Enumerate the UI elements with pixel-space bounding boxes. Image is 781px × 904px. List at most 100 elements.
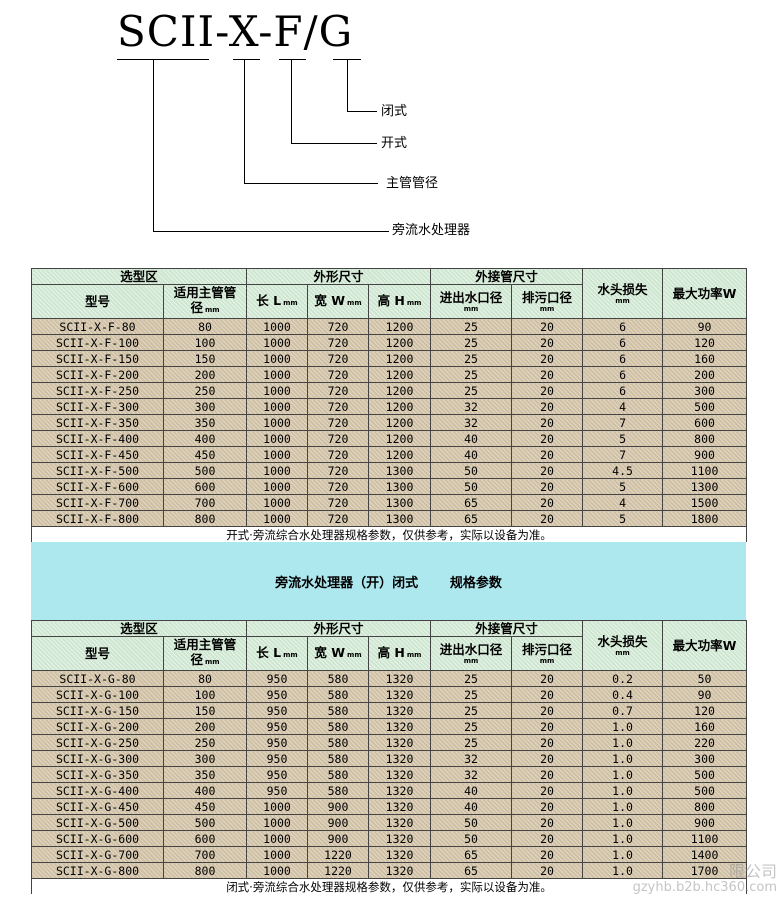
band-gap — [418, 574, 450, 589]
watermark-url: gzyhb.b2b.hc360.com — [632, 880, 777, 895]
underline-f — [279, 59, 306, 60]
height-cell: 1320 — [368, 798, 432, 815]
model-cell: SCII-X-F-400 — [31, 430, 164, 447]
width-cell: 580 — [307, 670, 370, 687]
head-loss-cell: 4 — [582, 398, 664, 415]
height-cell: 1200 — [368, 398, 432, 415]
head-loss-cell: 6 — [582, 350, 664, 367]
width-cell: 720 — [307, 382, 370, 399]
max-power-cell: 1100 — [662, 462, 748, 479]
spec-section-band: 旁流水处理器（开）闭式 规格参数 — [31, 542, 746, 620]
inlet-outlet-cell: 65 — [430, 510, 513, 527]
inlet-outlet-cell: 40 — [430, 798, 513, 815]
group-dimensions-header: 外形尺寸 — [246, 620, 432, 637]
max-power-cell: 300 — [662, 382, 748, 399]
head-loss-label: 水头损失 — [597, 634, 648, 649]
height-cell: 1300 — [368, 510, 432, 527]
length-cell: 1000 — [246, 430, 309, 447]
main-pipe-cell: 500 — [162, 814, 248, 831]
width-cell: 580 — [307, 734, 370, 751]
length-cell: 1000 — [246, 462, 309, 479]
width-unit: mm — [347, 298, 362, 307]
drain-cell: 20 — [511, 862, 584, 879]
inlet-outlet-cell: 50 — [430, 814, 513, 831]
length-cell: 1000 — [246, 366, 309, 383]
model-cell: SCII-X-F-80 — [31, 318, 164, 335]
height-cell: 1320 — [368, 862, 432, 879]
main-pipe-cell: 800 — [162, 510, 248, 527]
length-unit: mm — [283, 650, 298, 659]
main-pipe-cell: 250 — [162, 382, 248, 399]
model-header: 型号 — [31, 284, 164, 319]
width-cell: 720 — [307, 446, 370, 463]
main-pipe-label: 适用主管管 — [173, 637, 237, 653]
model-cell: SCII-X-F-500 — [31, 462, 164, 479]
main-pipe-cell: 600 — [162, 830, 248, 847]
model-cell: SCII-X-G-800 — [31, 862, 164, 879]
max-power-cell: 1500 — [662, 494, 748, 511]
main-pipe-cell: 600 — [162, 478, 248, 495]
note-open: 开式·旁流综合水处理器规格参数，仅供参考，实际以设备为准。 — [30, 526, 748, 542]
height-cell: 1200 — [368, 334, 432, 351]
height-cell: 1300 — [368, 494, 432, 511]
main-pipe-cell: 80 — [162, 670, 248, 687]
width-cell: 580 — [307, 718, 370, 735]
length-cell: 950 — [246, 766, 309, 783]
group-selection-header: 选型区 — [30, 268, 248, 285]
height-cell: 1200 — [368, 350, 432, 367]
model-cell: SCII-X-F-350 — [31, 414, 164, 431]
width-cell: 720 — [307, 350, 370, 367]
leader-open-v — [291, 59, 292, 144]
model-cell: SCII-X-G-400 — [31, 782, 164, 799]
inlet-outlet-cell: 65 — [430, 846, 513, 863]
drain-header: 排污口径 mm — [511, 284, 584, 319]
drain-cell: 20 — [511, 766, 584, 783]
drain-cell: 20 — [511, 446, 584, 463]
leader-closed-v — [347, 59, 348, 112]
inlet-outlet-unit: mm — [463, 305, 479, 313]
length-cell: 1000 — [246, 814, 309, 831]
inlet-outlet-cell: 25 — [430, 686, 513, 703]
max-power-cell: 800 — [662, 798, 748, 815]
inlet-outlet-cell: 25 — [430, 366, 513, 383]
main-pipe-cell: 150 — [162, 350, 248, 367]
height-cell: 1200 — [368, 430, 432, 447]
head-loss-label: 水头损失 — [597, 282, 648, 297]
inlet-outlet-cell: 32 — [430, 414, 513, 431]
model-cell: SCII-X-F-600 — [31, 478, 164, 495]
length-cell: 950 — [246, 782, 309, 799]
width-cell: 720 — [307, 430, 370, 447]
model-cell: SCII-X-G-100 — [31, 686, 164, 703]
length-cell: 1000 — [246, 862, 309, 879]
width-cell: 720 — [307, 414, 370, 431]
head-loss-cell: 1.0 — [582, 750, 664, 767]
model-cell: SCII-X-G-200 — [31, 718, 164, 735]
length-cell: 950 — [246, 686, 309, 703]
drain-cell: 20 — [511, 798, 584, 815]
main-pipe-cell: 700 — [162, 494, 248, 511]
inlet-outlet-cell: 50 — [430, 478, 513, 495]
drain-cell: 20 — [511, 750, 584, 767]
main-pipe-cell: 400 — [162, 430, 248, 447]
width-cell: 720 — [307, 398, 370, 415]
inlet-outlet-unit: mm — [463, 657, 479, 665]
leader-processor-v — [153, 59, 154, 231]
head-loss-cell: 6 — [582, 382, 664, 399]
head-loss-cell: 0.2 — [582, 670, 664, 687]
main-pipe-cell: 80 — [162, 318, 248, 335]
head-loss-cell: 6 — [582, 318, 664, 335]
main-pipe-cell: 350 — [162, 766, 248, 783]
